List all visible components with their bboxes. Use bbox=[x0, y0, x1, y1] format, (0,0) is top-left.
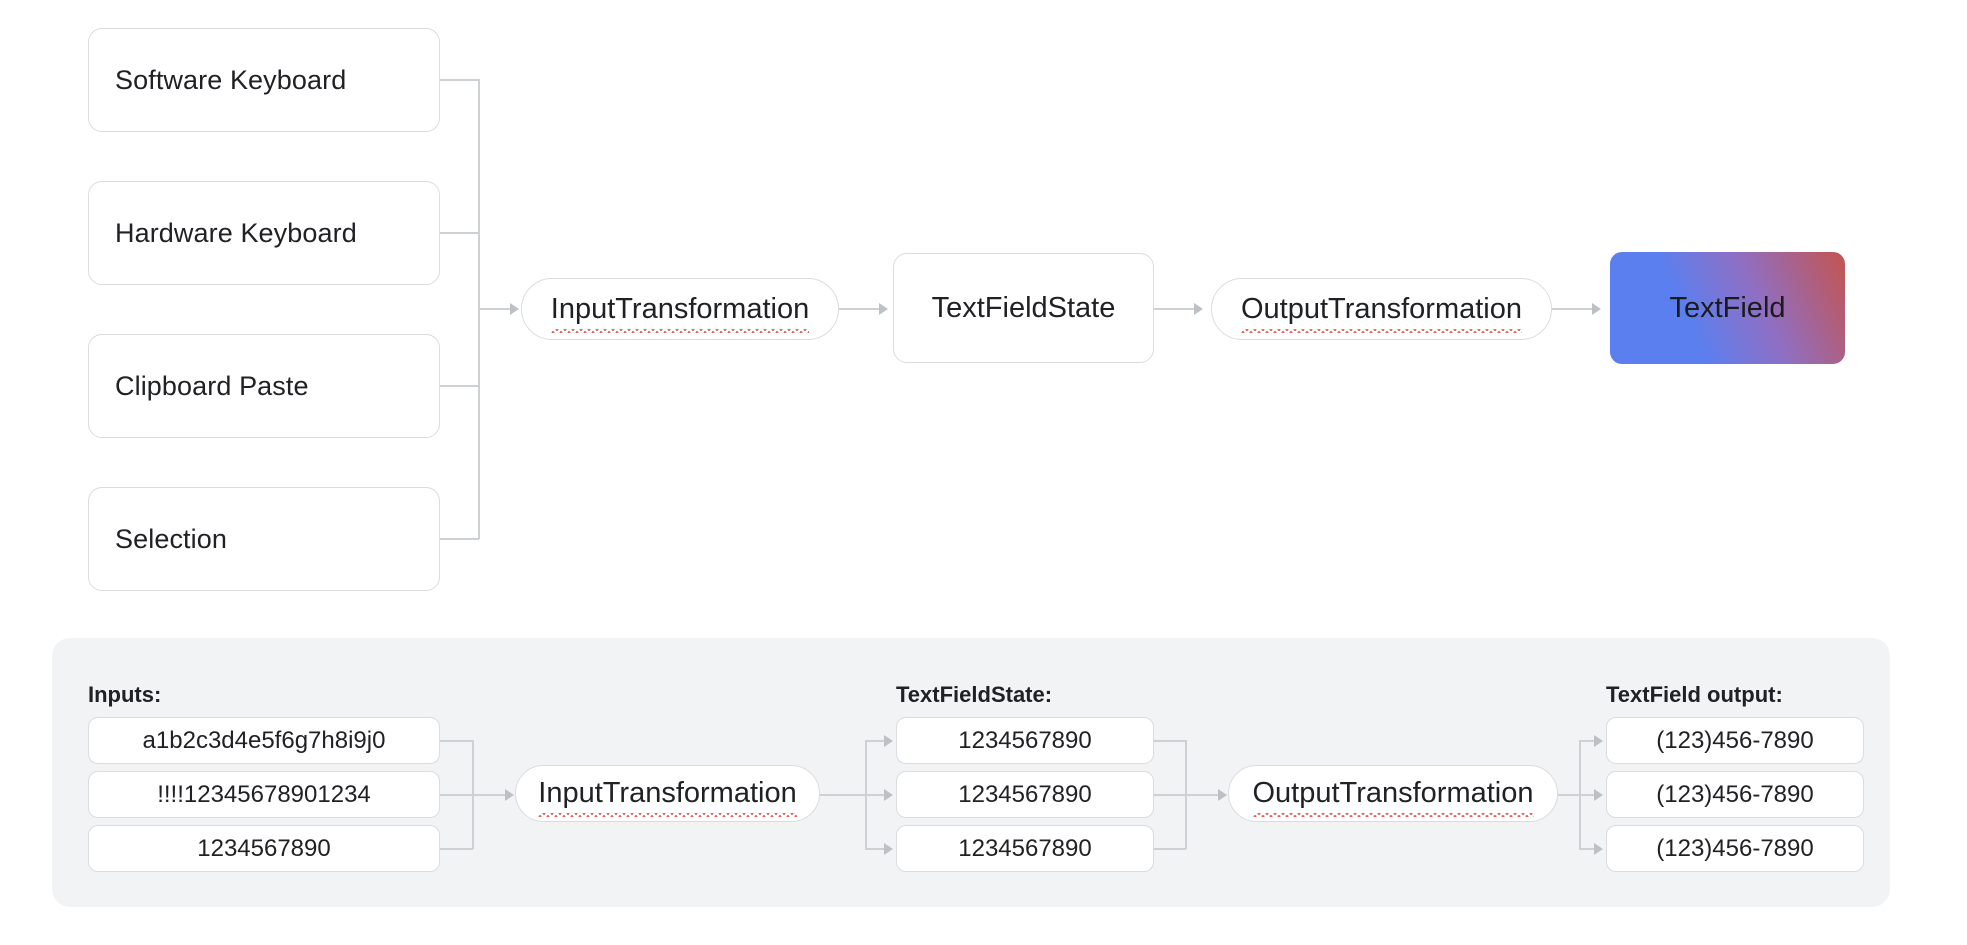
connector-input-cell-2-stub bbox=[440, 794, 473, 796]
arrow-into-output-transformation bbox=[1194, 303, 1203, 315]
source-box-label: Hardware Keyboard bbox=[115, 217, 357, 248]
source-box-software-keyboard[interactable]: Software Keyboard bbox=[88, 28, 440, 132]
arrow-into-state-cell-2 bbox=[884, 789, 893, 801]
connector-trunk-to-input-transformation bbox=[478, 308, 516, 310]
textfield-state-node[interactable]: TextFieldState bbox=[893, 253, 1154, 363]
connector-source-4-stub bbox=[440, 538, 479, 540]
input-transformation-label: InputTransformation bbox=[538, 777, 798, 817]
arrow-into-output-cell-1 bbox=[1594, 735, 1603, 747]
input-cell[interactable]: a1b2c3d4e5f6g7h8i9j0 bbox=[88, 717, 440, 764]
arrow-into-state-cell-1 bbox=[884, 735, 893, 747]
state-cell[interactable]: 1234567890 bbox=[896, 825, 1154, 872]
output-cell[interactable]: (123)456-7890 bbox=[1606, 717, 1864, 764]
connector-source-1-stub bbox=[440, 79, 479, 81]
inputs-column-label: Inputs: bbox=[88, 682, 162, 707]
connector-input-cell-3-stub bbox=[440, 848, 473, 850]
source-box-label: Clipboard Paste bbox=[115, 370, 309, 401]
connector-state-cell-3-out bbox=[1154, 848, 1186, 850]
arrow-into-input-transformation-small bbox=[505, 789, 514, 801]
connector-state-cell-2-stub bbox=[865, 794, 890, 796]
connector-state-cell-1-out bbox=[1154, 740, 1186, 742]
connector-input-cell-1-stub bbox=[440, 740, 473, 742]
connector-source-3-stub bbox=[440, 385, 479, 387]
connector-state-cell-2-out bbox=[1154, 794, 1186, 796]
state-cell[interactable]: 1234567890 bbox=[896, 771, 1154, 818]
textfield-state-label: TextFieldState bbox=[931, 291, 1116, 324]
connector-input-to-state bbox=[839, 308, 884, 310]
arrow-into-textfield-state bbox=[879, 303, 888, 315]
textfield-node[interactable]: TextField bbox=[1610, 252, 1845, 364]
arrow-into-input-transformation bbox=[510, 303, 519, 315]
arrow-into-state-cell-3 bbox=[884, 843, 893, 855]
connector-bracket-to-output-transformation-small bbox=[1185, 794, 1225, 796]
source-box-label: Selection bbox=[115, 523, 227, 554]
connector-output-cell-3-stub bbox=[1579, 848, 1600, 850]
connector-output-cell-2-stub bbox=[1579, 794, 1600, 796]
input-transformation-label: InputTransformation bbox=[550, 292, 810, 333]
connector-output-transformation-small-out bbox=[1558, 794, 1580, 796]
output-transformation-label: OutputTransformation bbox=[1241, 292, 1522, 333]
output-transformation-label: OutputTransformation bbox=[1252, 777, 1534, 817]
output-column-label: TextField output: bbox=[1606, 682, 1783, 707]
arrow-into-output-transformation-small bbox=[1218, 789, 1227, 801]
connector-state-cell-1-stub bbox=[865, 740, 890, 742]
connector-output-to-textfield bbox=[1552, 308, 1597, 310]
arrow-into-output-cell-2 bbox=[1594, 789, 1603, 801]
output-cell[interactable]: (123)456-7890 bbox=[1606, 825, 1864, 872]
connector-state-cell-3-stub bbox=[865, 848, 890, 850]
connector-output-cell-1-stub bbox=[1579, 740, 1600, 742]
state-cell[interactable]: 1234567890 bbox=[896, 717, 1154, 764]
input-cell[interactable]: 1234567890 bbox=[88, 825, 440, 872]
arrow-into-output-cell-3 bbox=[1594, 843, 1603, 855]
source-box-label: Software Keyboard bbox=[115, 64, 347, 95]
state-column-label: TextFieldState: bbox=[896, 682, 1053, 707]
source-box-selection[interactable]: Selection bbox=[88, 487, 440, 591]
source-box-clipboard-paste[interactable]: Clipboard Paste bbox=[88, 334, 440, 438]
source-box-hardware-keyboard[interactable]: Hardware Keyboard bbox=[88, 181, 440, 285]
input-transformation-node-small[interactable]: InputTransformation bbox=[515, 765, 820, 822]
textfield-label: TextField bbox=[1669, 291, 1786, 324]
input-cell[interactable]: !!!!12345678901234 bbox=[88, 771, 440, 818]
output-transformation-node-small[interactable]: OutputTransformation bbox=[1228, 765, 1558, 822]
connector-state-to-output bbox=[1154, 308, 1199, 310]
output-cell[interactable]: (123)456-7890 bbox=[1606, 771, 1864, 818]
connector-input-transformation-small-out bbox=[820, 794, 866, 796]
input-transformation-node[interactable]: InputTransformation bbox=[521, 278, 839, 340]
output-transformation-node[interactable]: OutputTransformation bbox=[1211, 278, 1552, 340]
connector-bracket-to-input-transformation-small bbox=[472, 794, 512, 796]
arrow-into-textfield bbox=[1592, 303, 1601, 315]
connector-source-2-stub bbox=[440, 232, 479, 234]
